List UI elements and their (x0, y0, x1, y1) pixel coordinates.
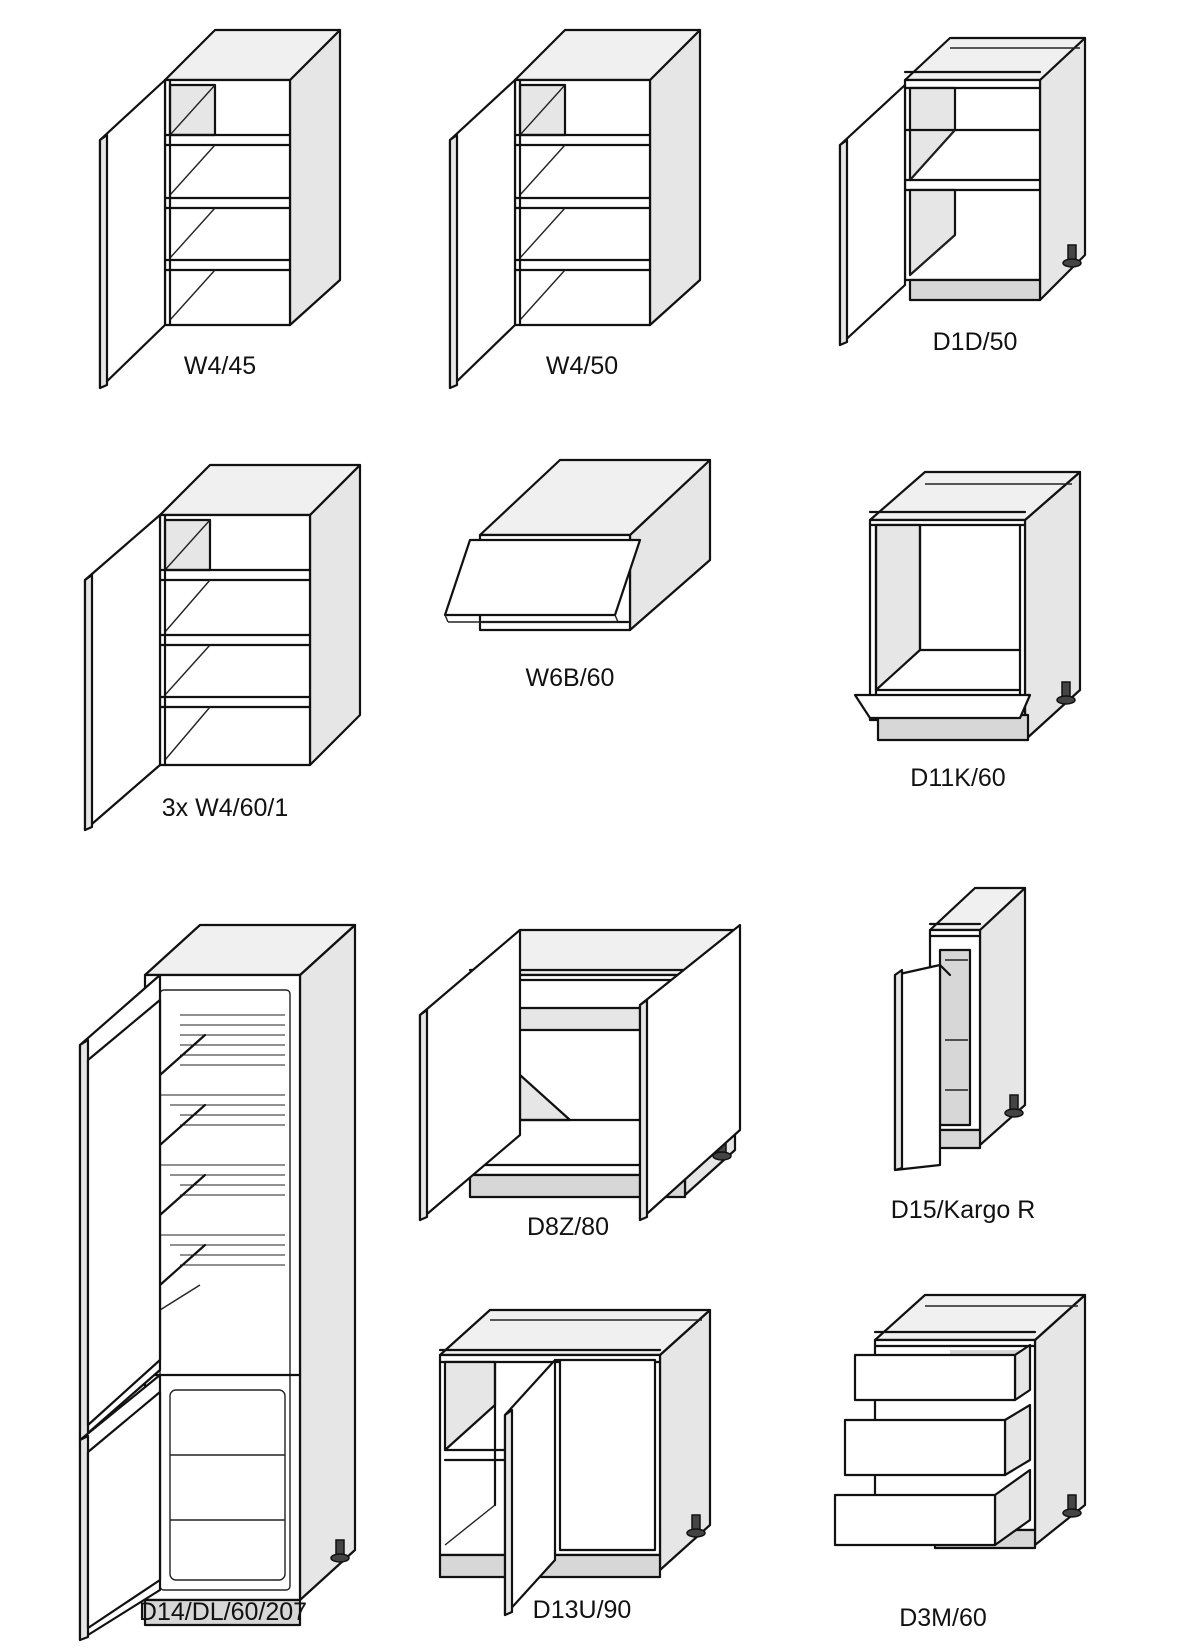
cabinet-d8z-80-drawing (418, 923, 742, 1222)
cabinet-label-d13u-90: D13U/90 (532, 1596, 632, 1624)
cabinet-3x-w4-60-1-drawing (83, 463, 362, 832)
cabinet-label-d1d-50: D1D/50 (932, 328, 1018, 356)
cabinet-label-d15-kargo-r: D15/Kargo R (890, 1196, 1036, 1224)
cabinet-w6b-60-drawing (443, 458, 712, 632)
cabinet-w4-45-drawing (98, 28, 342, 390)
cabinet-d1d-50-drawing (838, 36, 1087, 347)
cabinet-d11k-60-drawing (853, 470, 1082, 742)
cabinet-label-d11k-60: D11K/60 (910, 764, 1006, 792)
cabinet-d15-kargo-r-drawing (893, 886, 1027, 1172)
cabinet-label-d14-dl-60-207: D14/DL/60/207 (138, 1598, 308, 1626)
cabinet-d13u-90-drawing (438, 1308, 712, 1617)
cabinet-label-w4-50: W4/50 (545, 352, 619, 380)
cabinet-d14-dl-60-207-drawing (78, 923, 357, 1642)
cabinet-label-d3m-60: D3M/60 (899, 1604, 987, 1632)
cabinet-d3m-60-drawing (833, 1293, 1087, 1550)
cabinet-label-w4-45: W4/45 (183, 352, 257, 380)
cabinet-label-w6b-60: W6B/60 (525, 664, 615, 692)
cabinet-label-d8z-80: D8Z/80 (527, 1213, 609, 1241)
cabinet-label-3x-w4-60-1: 3x W4/60/1 (161, 794, 289, 822)
cabinet-w4-50-drawing (448, 28, 702, 390)
